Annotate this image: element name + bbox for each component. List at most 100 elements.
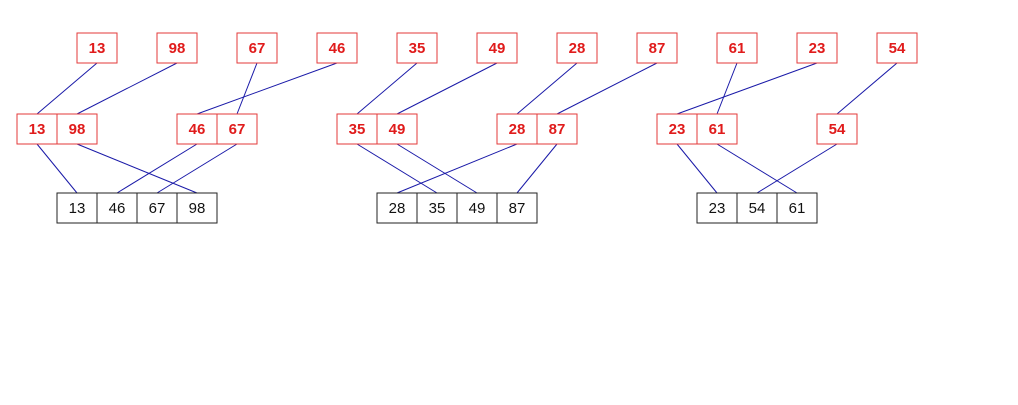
merged-value: 87 bbox=[509, 200, 526, 217]
merged-cell: 13 bbox=[56, 192, 98, 224]
merged-array: 23 54 61 bbox=[696, 192, 818, 224]
input-value: 46 bbox=[329, 40, 346, 57]
pair-cell: 61 bbox=[696, 113, 738, 145]
pair-value: 54 bbox=[829, 121, 846, 138]
connector-line bbox=[116, 143, 198, 194]
pair-cell: 46 bbox=[176, 113, 218, 145]
merged-value: 23 bbox=[709, 200, 726, 217]
input-box: 13 bbox=[76, 32, 118, 64]
input-box: 23 bbox=[796, 32, 838, 64]
pair-value: 61 bbox=[709, 121, 726, 138]
connector-line bbox=[836, 62, 898, 115]
connector-line bbox=[516, 62, 578, 115]
pair-value: 28 bbox=[509, 121, 526, 138]
connector-line bbox=[36, 62, 98, 115]
connector-line bbox=[716, 143, 798, 194]
connector-line bbox=[236, 62, 258, 115]
input-value: 98 bbox=[169, 40, 186, 57]
input-box: 61 bbox=[716, 32, 758, 64]
input-value: 67 bbox=[249, 40, 266, 57]
merged-value: 61 bbox=[789, 200, 806, 217]
merged-value: 46 bbox=[109, 200, 126, 217]
merged-cell: 46 bbox=[96, 192, 138, 224]
pair-group: 35 49 bbox=[336, 113, 418, 145]
merged-cell: 35 bbox=[416, 192, 458, 224]
pair-value: 49 bbox=[389, 121, 406, 138]
input-value: 28 bbox=[569, 40, 586, 57]
connector-line bbox=[196, 62, 338, 115]
merged-cell: 54 bbox=[736, 192, 778, 224]
input-value: 49 bbox=[489, 40, 506, 57]
connector-line bbox=[756, 143, 838, 194]
connector-line bbox=[356, 143, 438, 194]
pair-value: 23 bbox=[669, 121, 686, 138]
input-box: 54 bbox=[876, 32, 918, 64]
merged-value: 13 bbox=[69, 200, 86, 217]
merged-array: 13 46 67 98 bbox=[56, 192, 218, 224]
merged-row: 13 46 67 98 28 35 49 87 23 54 61 bbox=[56, 192, 818, 224]
pair-group: 54 bbox=[816, 113, 858, 145]
merged-cell: 28 bbox=[376, 192, 418, 224]
merged-cell: 49 bbox=[456, 192, 498, 224]
merged-value: 98 bbox=[189, 200, 206, 217]
pair-cell: 23 bbox=[656, 113, 698, 145]
pair-value: 67 bbox=[229, 121, 246, 138]
pair-row: 13 98 46 67 35 49 28 87 23 61 54 bbox=[16, 113, 858, 145]
connector-line bbox=[396, 62, 498, 115]
pair-group: 23 61 bbox=[656, 113, 738, 145]
pair-value: 35 bbox=[349, 121, 366, 138]
pair-cell: 49 bbox=[376, 113, 418, 145]
pair-cell: 54 bbox=[816, 113, 858, 145]
merged-value: 28 bbox=[389, 200, 406, 217]
input-value: 61 bbox=[729, 40, 746, 57]
input-box: 98 bbox=[156, 32, 198, 64]
input-box: 87 bbox=[636, 32, 678, 64]
connector-line bbox=[76, 62, 178, 115]
pair-cell: 28 bbox=[496, 113, 538, 145]
merge-links bbox=[36, 62, 898, 194]
connector-line bbox=[676, 143, 718, 194]
pair-cell: 13 bbox=[16, 113, 58, 145]
connector-line bbox=[676, 62, 818, 115]
connector-line bbox=[156, 143, 238, 194]
pair-value: 98 bbox=[69, 121, 86, 138]
input-box: 46 bbox=[316, 32, 358, 64]
connector-line bbox=[396, 143, 478, 194]
pair-cell: 87 bbox=[536, 113, 578, 145]
pair-value: 46 bbox=[189, 121, 206, 138]
input-box: 28 bbox=[556, 32, 598, 64]
input-value: 23 bbox=[809, 40, 826, 57]
pair-group: 28 87 bbox=[496, 113, 578, 145]
connector-line bbox=[76, 143, 198, 194]
input-box: 67 bbox=[236, 32, 278, 64]
pair-cell: 67 bbox=[216, 113, 258, 145]
merged-array: 28 35 49 87 bbox=[376, 192, 538, 224]
merged-cell: 61 bbox=[776, 192, 818, 224]
input-value: 35 bbox=[409, 40, 426, 57]
merged-cell: 23 bbox=[696, 192, 738, 224]
input-value: 13 bbox=[89, 40, 106, 57]
connector-line bbox=[396, 143, 518, 194]
merged-cell: 98 bbox=[176, 192, 218, 224]
merged-value: 35 bbox=[429, 200, 446, 217]
pair-value: 87 bbox=[549, 121, 566, 138]
input-value: 54 bbox=[889, 40, 906, 57]
merged-value: 54 bbox=[749, 200, 766, 217]
connector-line bbox=[556, 62, 658, 115]
pair-cell: 35 bbox=[336, 113, 378, 145]
merged-value: 67 bbox=[149, 200, 166, 217]
merged-cell: 87 bbox=[496, 192, 538, 224]
pair-group: 13 98 bbox=[16, 113, 98, 145]
input-row: 13 98 67 46 35 49 28 87 61 23 54 bbox=[76, 32, 918, 64]
pair-value: 13 bbox=[29, 121, 46, 138]
merged-value: 49 bbox=[469, 200, 486, 217]
input-box: 35 bbox=[396, 32, 438, 64]
connector-line bbox=[356, 62, 418, 115]
pair-group: 46 67 bbox=[176, 113, 258, 145]
connector-line bbox=[516, 143, 558, 194]
input-box: 49 bbox=[476, 32, 518, 64]
connector-line bbox=[716, 62, 738, 115]
input-value: 87 bbox=[649, 40, 666, 57]
connector-line bbox=[36, 143, 78, 194]
